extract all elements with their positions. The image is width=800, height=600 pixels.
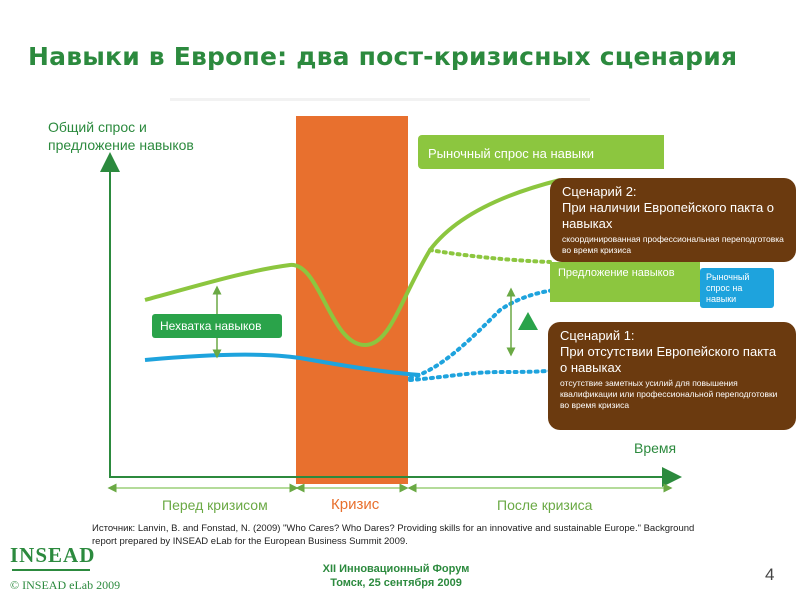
scenario1-heading: Сценарий 1: При отсутствии Европейского … xyxy=(560,328,777,375)
skills-supply-curve xyxy=(144,352,421,377)
period-before-crisis: Перед кризисом xyxy=(162,497,268,513)
title-rule xyxy=(170,98,590,101)
scenario2-box: Сценарий 2: При наличии Европейского пак… xyxy=(550,178,796,262)
crisis-band xyxy=(296,116,408,484)
supply-label: Предложение навыков xyxy=(550,262,700,302)
insead-logo: INSEAD xyxy=(10,543,96,567)
copyright: © INSEAD eLab 2009 xyxy=(10,578,121,592)
source-citation: Источник: Lanvin, B. and Fonstad, N. (20… xyxy=(92,523,695,547)
period-after-crisis: После кризиса xyxy=(497,497,593,513)
forum-line2: Томск, 25 сентября 2009 xyxy=(330,577,462,589)
page-number: 4 xyxy=(765,565,775,584)
demand-dotted-continuation xyxy=(428,248,552,264)
forum-line1: XII Инновационный Форум xyxy=(322,563,470,575)
page-title: Навыки в Европе: два пост-кризисных сцен… xyxy=(28,42,738,71)
skills-shortage-label: Нехватка навыков xyxy=(152,314,282,338)
supply-dotted-scenario1 xyxy=(408,368,562,382)
scenario2-subtext: скоординированная профессиональная переп… xyxy=(562,234,784,255)
market-demand-label: Рыночный спрос на навыки xyxy=(418,135,664,169)
up-triangle-icon xyxy=(518,312,538,330)
y-axis-label: Общий спрос и предложение навыков xyxy=(48,119,194,153)
scenario1-subtext: отсутствие заметных усилий для повышения… xyxy=(560,378,778,410)
market-demand-small-label: Рыночный спрос на навыки xyxy=(700,268,774,308)
scenario1-box: Сценарий 1: При отсутствии Европейского … xyxy=(548,322,796,430)
x-axis-label: Время xyxy=(634,440,677,456)
period-crisis: Кризис xyxy=(331,496,380,513)
logo-underline xyxy=(12,569,90,571)
forum-caption: XII Инновационный Форум Томск, 25 сентяб… xyxy=(296,562,496,590)
scenario2-heading: Сценарий 2: При наличии Европейского пак… xyxy=(562,184,775,231)
market-demand-curve xyxy=(144,178,561,348)
